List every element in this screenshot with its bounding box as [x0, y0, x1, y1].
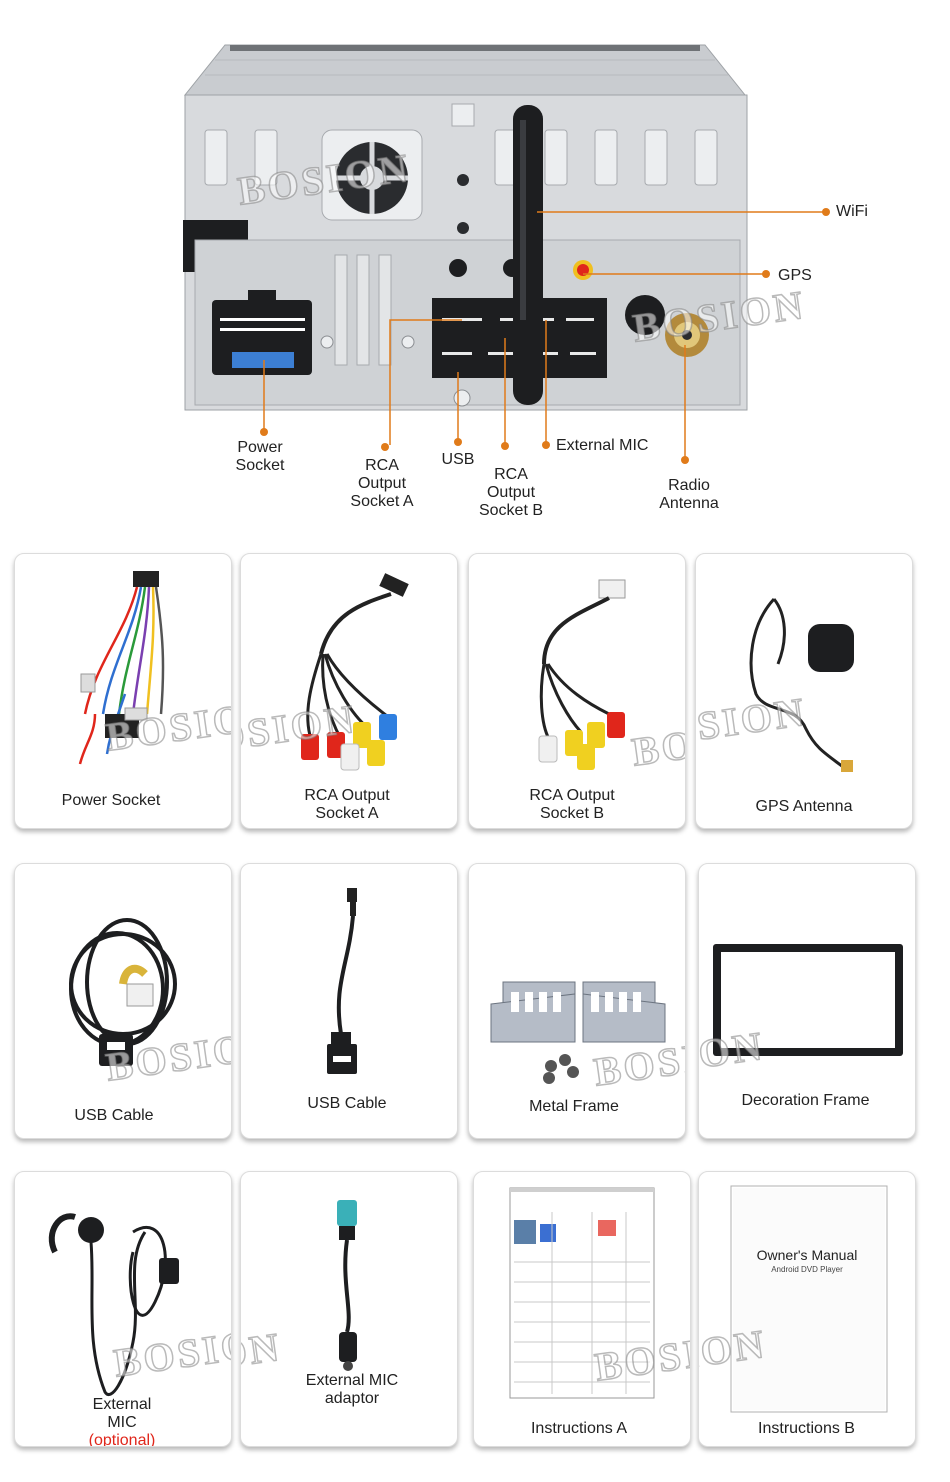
callout-external-mic: External MIC — [556, 437, 649, 454]
rca-cable-icon — [538, 579, 626, 770]
accessory-card-gps-antenna: BOSION GPS Antenna — [695, 553, 913, 829]
callout-rca-output-b: RCA Output Socket B — [478, 466, 544, 519]
callout-rca-output-a: RCA Output Socket A — [350, 457, 414, 510]
usb-cable-icon — [327, 888, 357, 1074]
instruction-sheet-icon — [509, 1187, 655, 1399]
mic-adaptor-icon — [337, 1200, 357, 1371]
wiring-harness-icon — [78, 571, 165, 765]
microphone-icon — [48, 1213, 179, 1396]
callout-usb: USB — [441, 451, 475, 468]
optional-note: (optional) — [88, 1432, 156, 1447]
fan-icon — [321, 129, 423, 221]
card-label: USB Cable — [307, 1095, 387, 1112]
accessory-card-instructions-a: BOSION Instructions A — [473, 1171, 691, 1447]
decoration-frame-icon — [713, 944, 903, 1056]
accessory-card-instructions-b: Owner's Manual Android DVD Player BOSION… — [698, 1171, 916, 1447]
card-label: Metal Frame — [529, 1098, 619, 1115]
accessory-card-external-mic-adaptor: BOSION External MIC adaptor — [240, 1171, 458, 1447]
accessory-card-external-mic: BOSION External MIC (optional) — [14, 1171, 232, 1447]
card-label: RCA Output Socket B — [529, 787, 615, 822]
manual-subtitle: Android DVD Player — [771, 1265, 843, 1274]
callout-gps: GPS — [778, 267, 812, 284]
card-label: RCA Output Socket A — [304, 787, 390, 822]
accessory-card-usb-cable: BOSION USB Cable — [14, 863, 232, 1139]
card-label: Instructions A — [530, 1420, 628, 1437]
accessory-card-power-socket: BOSION Power Socket — [14, 553, 232, 829]
accessory-card-metal-frame: BOSION Metal Frame — [468, 863, 686, 1139]
owners-manual-icon — [730, 1185, 888, 1413]
card-label: USB Cable — [74, 1107, 154, 1124]
usb-cable-coiled-icon — [69, 918, 177, 1066]
accessory-card-rca-output-b: BOSION RCA Output Socket B — [468, 553, 686, 829]
rca-cable-icon — [301, 573, 409, 771]
card-label: GPS Antenna — [755, 798, 853, 815]
callout-wifi: WiFi — [836, 203, 868, 220]
radio-antenna-socket — [665, 313, 709, 357]
accessory-card-decoration-frame: BOSION Decoration Frame — [698, 863, 916, 1139]
metal-brackets-icon — [490, 981, 666, 1084]
wifi-antenna — [513, 105, 543, 405]
head-unit-rear-panel — [183, 44, 830, 464]
manual-title: Owner's Manual — [756, 1247, 858, 1263]
gps-antenna-icon — [749, 597, 854, 772]
card-label: Power Socket — [61, 792, 161, 809]
gps-connector — [573, 260, 593, 280]
callout-power-socket: Power Socket — [235, 439, 285, 474]
callout-radio-antenna: Radio Antenna — [659, 477, 719, 512]
card-label: Instructions B — [758, 1420, 855, 1437]
card-label: External MIC adaptor — [305, 1372, 399, 1407]
accessory-card-usb-cable-2: USB Cable — [240, 863, 458, 1139]
card-label-text: External MIC — [92, 1396, 152, 1431]
card-label: Decoration Frame — [741, 1092, 870, 1109]
card-label: External MIC (optional) — [15, 1378, 231, 1447]
accessory-card-rca-output-a: BOSION RCA Output Socket A — [240, 553, 458, 829]
power-socket-connector — [212, 290, 312, 375]
